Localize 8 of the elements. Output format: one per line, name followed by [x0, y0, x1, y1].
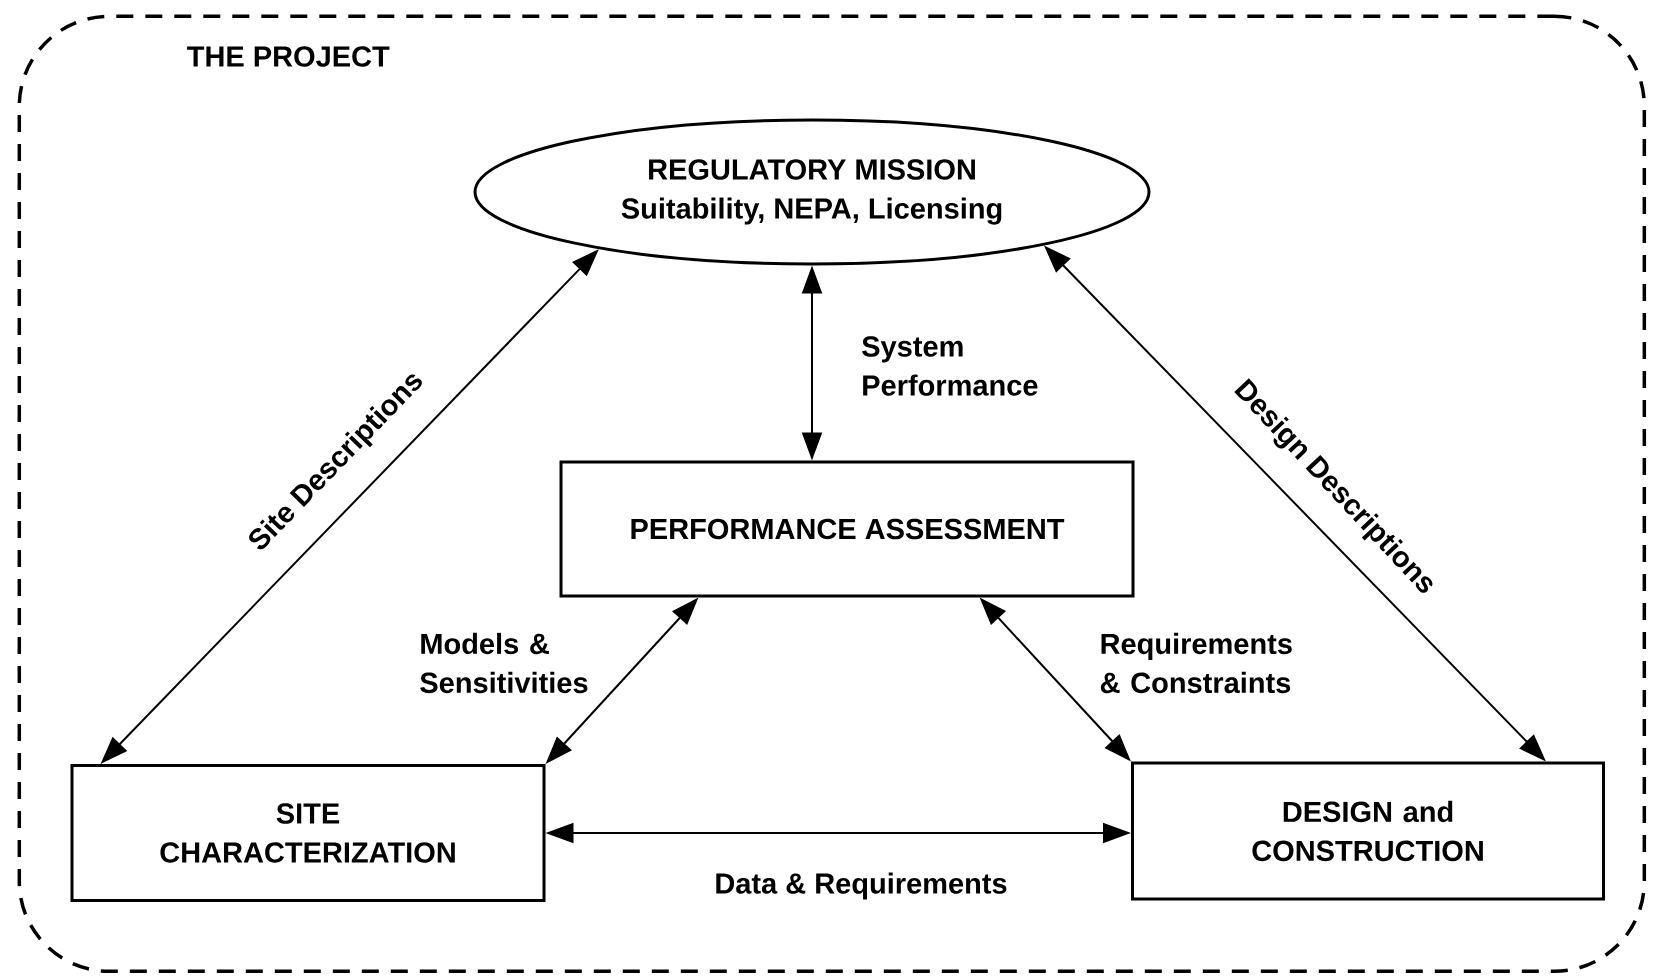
ellipse-node: REGULATORY MISSION Suitability, NEPA, Licensing — [473, 118, 1151, 266]
edge-label: Data & Requirements — [716, 872, 1007, 900]
process-box: DESIGN and CONSTRUCTION — [1131, 761, 1605, 901]
edge-label: Requirements & Constraints — [1100, 632, 1292, 694]
edge-label: Models & Sensitivities — [420, 632, 588, 694]
process-box: SITE CHARACTERIZATION — [70, 764, 546, 902]
edge-label: System Performance — [862, 336, 1038, 396]
process-box: PERFORMANCE ASSESSMENT — [559, 460, 1135, 598]
